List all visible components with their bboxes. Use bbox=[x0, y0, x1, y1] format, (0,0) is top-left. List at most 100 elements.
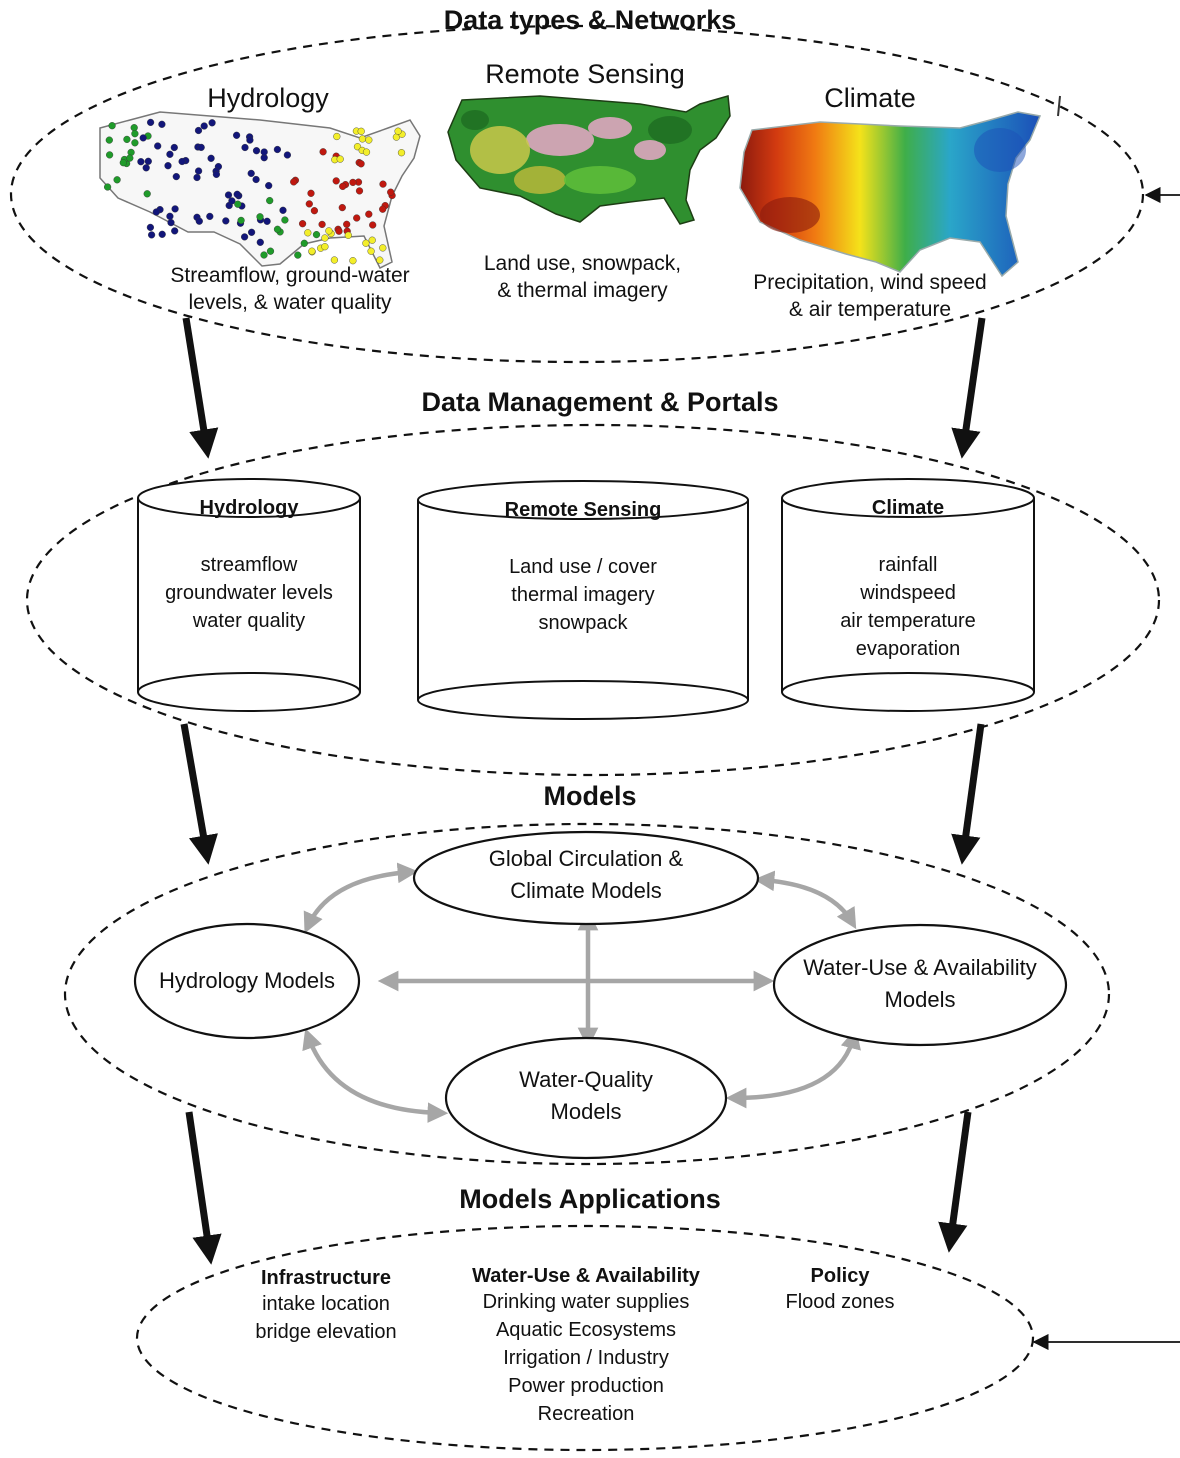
station-dot bbox=[170, 143, 178, 152]
station-dot bbox=[237, 216, 245, 225]
station-dot bbox=[147, 118, 155, 127]
land-cover-patch bbox=[514, 166, 566, 194]
db-name-hydrology: Hydrology bbox=[199, 497, 299, 519]
applications-infrastructure: Infrastructure intake location bridge el… bbox=[216, 1266, 436, 1346]
hydrology-map-caption: Streamflow, ground-water levels, & water… bbox=[150, 262, 430, 317]
caption-line: Streamflow, ground-water bbox=[170, 264, 410, 287]
land-cover-patch bbox=[470, 126, 530, 174]
station-dot bbox=[233, 190, 241, 198]
station-dot bbox=[178, 157, 186, 166]
station-dot bbox=[304, 229, 312, 237]
station-dot bbox=[154, 142, 162, 150]
section-ellipse-data-types bbox=[9, 24, 1145, 364]
station-dot bbox=[325, 227, 333, 235]
station-dot bbox=[318, 220, 326, 229]
station-dot bbox=[290, 178, 298, 186]
remote-map-caption: Land use, snowpack, & thermal imagery bbox=[450, 250, 715, 305]
station-dot bbox=[193, 173, 201, 182]
station-dot bbox=[321, 234, 329, 242]
station-dot bbox=[247, 169, 255, 178]
station-dot bbox=[195, 217, 203, 225]
arrow-hydrology-waterquality bbox=[302, 1028, 449, 1123]
model-label-gcm: Global Circulation & Climate Models bbox=[436, 843, 736, 907]
db-item: groundwater levels bbox=[165, 582, 333, 604]
section-ellipse-data-management bbox=[25, 423, 1161, 777]
station-dot bbox=[335, 227, 343, 235]
caption-line: Land use, snowpack, bbox=[483, 252, 682, 275]
station-dot bbox=[319, 148, 327, 156]
station-dot bbox=[260, 251, 268, 259]
climate-map-caption: Precipitation, wind speed & air temperat… bbox=[730, 269, 1010, 324]
application-item: bridge elevation bbox=[255, 1321, 397, 1343]
station-dot bbox=[357, 127, 365, 135]
application-item: Drinking water supplies bbox=[482, 1291, 690, 1313]
caption-line: Precipitation, wind speed bbox=[753, 271, 987, 294]
station-dot bbox=[166, 150, 174, 158]
station-dot bbox=[294, 251, 302, 259]
station-dot bbox=[233, 131, 241, 139]
station-dot bbox=[131, 130, 139, 138]
application-title: Infrastructure bbox=[260, 1267, 392, 1289]
station-dot bbox=[307, 189, 315, 197]
station-dot bbox=[273, 225, 282, 233]
land-cover-patch bbox=[461, 110, 489, 130]
flow-arrow-right-1 bbox=[951, 317, 986, 459]
caption-line: & thermal imagery bbox=[497, 279, 668, 303]
model-label-line: Climate Models bbox=[510, 877, 662, 903]
station-dot bbox=[387, 188, 395, 196]
applications-water-use: Water-Use & Availability Drinking water … bbox=[451, 1264, 721, 1428]
model-label-line: Water-Use & Availability bbox=[803, 955, 1037, 980]
station-dot bbox=[367, 247, 375, 255]
station-dot bbox=[131, 139, 139, 147]
station-dot bbox=[241, 233, 249, 241]
station-dot bbox=[308, 247, 316, 255]
model-label-line: Water-Quality bbox=[519, 1067, 653, 1092]
arrow-waterquality-wateruse bbox=[725, 1027, 861, 1109]
station-dot bbox=[300, 239, 308, 247]
remote-map-title: Remote Sensing bbox=[485, 59, 685, 89]
station-dot bbox=[152, 208, 160, 216]
station-dot bbox=[379, 205, 387, 213]
station-dot bbox=[172, 173, 180, 181]
station-dot bbox=[369, 221, 377, 229]
station-dot bbox=[113, 176, 121, 184]
hydrology-map-title: Hydrology bbox=[207, 83, 329, 113]
title-data-management: Data Management & Portals bbox=[421, 387, 779, 417]
station-dot bbox=[224, 191, 233, 199]
station-dot bbox=[171, 227, 179, 235]
station-dot bbox=[333, 132, 341, 141]
station-dot bbox=[279, 206, 287, 214]
station-dot bbox=[312, 231, 321, 239]
station-dot bbox=[265, 182, 273, 190]
station-dot bbox=[310, 207, 319, 215]
station-dot bbox=[260, 148, 268, 156]
station-dot bbox=[256, 238, 264, 246]
db-name-climate: Climate bbox=[871, 497, 945, 519]
station-dot bbox=[167, 219, 175, 227]
station-dot bbox=[119, 159, 127, 167]
model-ellipse-gcm bbox=[412, 830, 760, 926]
model-ellipse-wateruse bbox=[772, 923, 1068, 1047]
station-dot bbox=[144, 157, 152, 165]
station-dot bbox=[305, 200, 313, 208]
station-dot bbox=[207, 154, 215, 162]
station-dot bbox=[130, 124, 138, 132]
station-dot bbox=[365, 136, 373, 144]
station-dot bbox=[355, 187, 364, 195]
station-dot bbox=[344, 231, 352, 239]
climate-gradient-map bbox=[739, 111, 1042, 278]
station-dot bbox=[164, 162, 172, 170]
climate-map-title: Climate bbox=[824, 83, 916, 113]
station-dot bbox=[266, 197, 274, 205]
station-dot bbox=[299, 220, 307, 228]
station-dot bbox=[234, 200, 242, 208]
db-name-remote-sensing: Remote Sensing bbox=[504, 499, 662, 521]
station-dot bbox=[330, 256, 339, 264]
db-item: snowpack bbox=[538, 612, 628, 634]
applications-policy: Policy Flood zones bbox=[760, 1264, 920, 1316]
model-interaction-arrows bbox=[302, 862, 861, 1123]
station-dot bbox=[158, 230, 166, 238]
station-dot bbox=[349, 178, 357, 187]
model-label-line: Hydrology Models bbox=[158, 968, 336, 993]
station-dot bbox=[376, 256, 384, 264]
